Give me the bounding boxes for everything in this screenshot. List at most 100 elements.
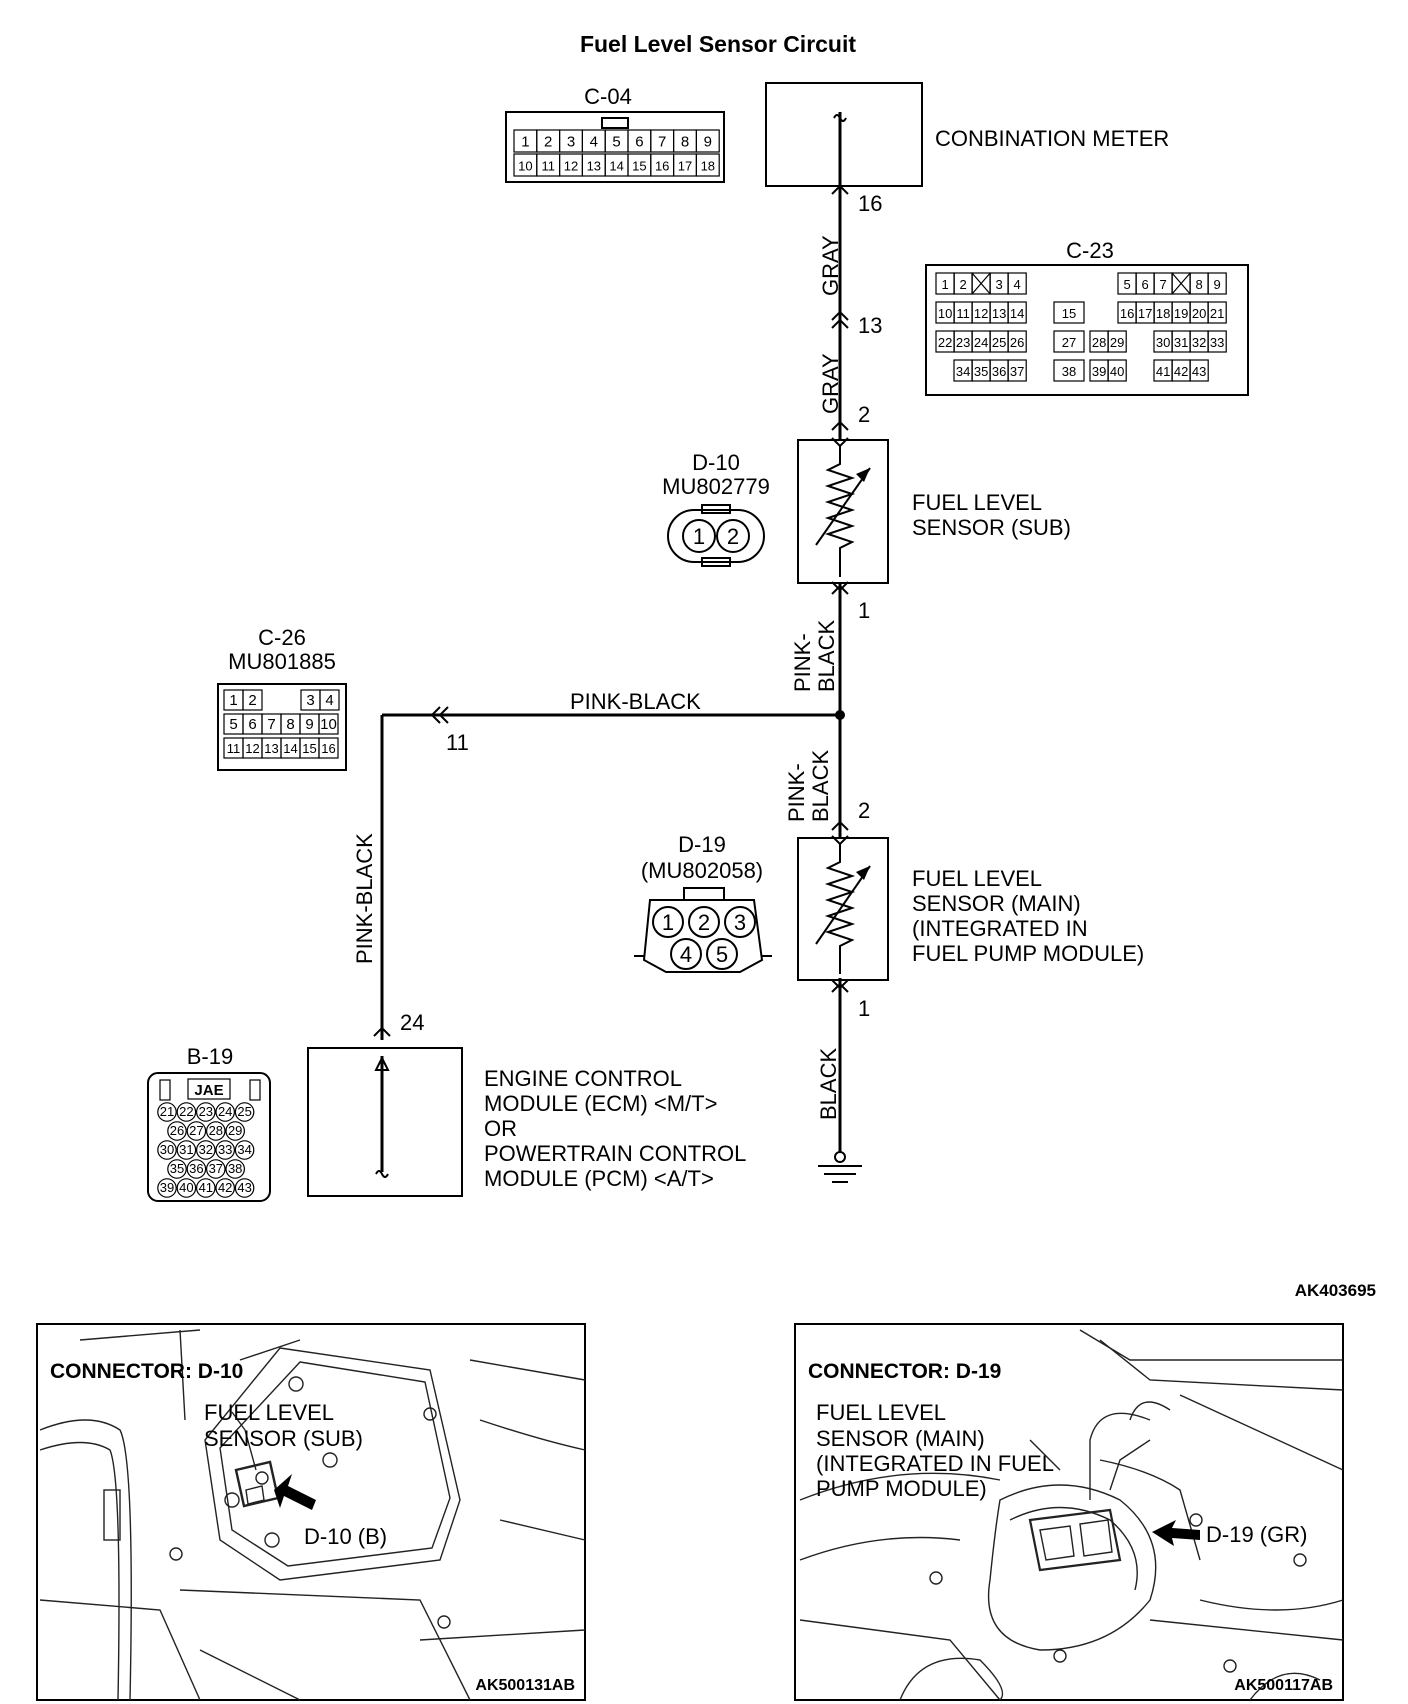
c23-pin-43: 43 [1192, 364, 1206, 379]
c26-name: C-26 [258, 625, 306, 650]
b19-pin-28: 28 [209, 1123, 223, 1138]
c23-pin-33: 33 [1210, 335, 1224, 350]
b19-pin-27-ring [186, 1121, 207, 1141]
inset-left-label-1: FUEL LEVEL [204, 1400, 334, 1425]
c23-pin-27-box [1053, 330, 1085, 353]
c04-pin-7: 7 [658, 134, 666, 151]
c23-pin-13: 13 [992, 306, 1006, 321]
b19-pin-26-ring [167, 1121, 187, 1141]
c04-pin-5: 5 [612, 134, 620, 151]
ground-symbol [818, 1151, 862, 1183]
c23-pin-27: 27 [1062, 335, 1076, 350]
b19-pin-43-ring [234, 1178, 255, 1198]
inset-connector-d10: CONNECTOR: D-10 FUEL LEVEL SENSOR (SUB) … [36, 1323, 586, 1701]
c23-pin-33-box [1207, 330, 1227, 353]
ecm-label-5: MODULE (PCM) <A/T> [484, 1166, 714, 1191]
c23-r1-0: 1 [941, 277, 948, 292]
d19-name: D-19 [678, 832, 726, 857]
b19-pin-25-ring [234, 1102, 255, 1122]
c23-pin-16: 16 [1120, 306, 1134, 321]
c23-pin-32: 32 [1192, 335, 1206, 350]
c23-pin-18: 18 [1156, 306, 1170, 321]
c04-pin-9: 9 [704, 134, 712, 151]
b19-pin-31-ring [176, 1140, 197, 1160]
b19-pin-38-ring [225, 1159, 245, 1179]
c26-pin-5: 5 [229, 716, 237, 733]
c23-pin-34: 34 [956, 364, 970, 379]
inset-left-heading: CONNECTOR: D-10 [50, 1360, 243, 1383]
fuel-sensor-sub-label-1: FUEL LEVEL [912, 490, 1042, 515]
c04-name: C-04 [584, 84, 632, 109]
c23-pin-23: 23 [956, 335, 970, 350]
wire-label-pinkblack-horizontal: PINK-BLACK [570, 689, 701, 714]
b19-pin-42-ring [215, 1178, 235, 1198]
b19-pin-40-ring [176, 1178, 197, 1198]
inset-left-callout: D-10 (B) [304, 1524, 387, 1549]
c04-pin-6: 6 [635, 134, 643, 151]
c23-pin-19: 19 [1174, 306, 1188, 321]
inset-right-label-3: (INTEGRATED IN FUEL [816, 1451, 1054, 1476]
c23-r1-6: 6 [1141, 277, 1148, 292]
inset-left-code: AK500131AB [475, 1677, 575, 1694]
c23-pin-24: 24 [974, 335, 988, 350]
d10-name: D-10 [692, 450, 740, 475]
b19-pin-34-ring [234, 1140, 255, 1160]
wire-label-gray-upper: GRAY [818, 235, 843, 296]
c04-pin-18: 18 [701, 159, 715, 174]
b19-pin-24-ring [215, 1102, 235, 1122]
inset-right-callout: D-19 (GR) [1206, 1522, 1307, 1547]
c23-pin-28: 28 [1092, 335, 1106, 350]
connector-arrows [373, 184, 849, 1037]
b19-pin-39: 39 [160, 1180, 174, 1195]
wire-label-pinkblack-upper-2: BLACK [814, 620, 839, 692]
b19-pin-29: 29 [228, 1123, 242, 1138]
c26-pin-16: 16 [321, 741, 335, 756]
b19-pin-40: 40 [179, 1180, 193, 1195]
c26-pin-2: 2 [248, 692, 256, 709]
fuel-sensor-main-label-4: FUEL PUMP MODULE) [912, 941, 1144, 966]
fuel-level-sensor-sub: FUEL LEVEL SENSOR (SUB) [797, 439, 1071, 584]
c23-pin-26-box [1007, 330, 1027, 353]
b19-pin-29-ring [225, 1121, 245, 1141]
ecm-module: ENGINE CONTROL MODULE (ECM) <M/T> OR POW… [307, 1047, 746, 1197]
b19-pin-22: 22 [179, 1104, 193, 1119]
b19-pin-23-ring [196, 1102, 216, 1122]
c26-pin-10: 10 [320, 716, 337, 733]
c23-pin-15-box [1053, 301, 1085, 324]
wire-label-pinkblack-upper-1: PINK- [790, 633, 815, 692]
combination-meter-label: CONBINATION METER [935, 126, 1169, 151]
c04-pin-17: 17 [678, 159, 692, 174]
b19-pin-38: 38 [228, 1161, 242, 1176]
b19-pin-36: 36 [189, 1161, 203, 1176]
c04-pin-1: 1 [521, 134, 529, 151]
inset-right-illustration [799, 1329, 1344, 1701]
b19-pin-30: 30 [160, 1142, 174, 1157]
pin-ecm: 24 [400, 1010, 424, 1035]
c23-pin-31: 31 [1174, 335, 1188, 350]
c04-pin-4: 4 [590, 134, 598, 151]
b19-pin-30-ring [157, 1140, 177, 1160]
c26-pin-11: 11 [227, 741, 241, 756]
c04-pin-9-box [695, 129, 720, 153]
b19-pin-35: 35 [170, 1161, 184, 1176]
inset-right-code: AK500117AB [1234, 1677, 1333, 1694]
fuel-level-sensor-main: FUEL LEVEL SENSOR (MAIN) (INTEGRATED IN … [797, 837, 1144, 981]
c23-pin-11: 11 [956, 306, 970, 321]
connector-d19: D-19 (MU802058) 1 2 3 4 5 [634, 832, 772, 973]
wire-label-pinkblack-lower-2: BLACK [808, 750, 833, 822]
b19-pin-32: 32 [199, 1142, 213, 1157]
c23-pin-37: 37 [1010, 364, 1024, 379]
c04-pin-15: 15 [632, 159, 646, 174]
b19-pin-33: 33 [218, 1142, 232, 1157]
c04-pin-13: 13 [587, 159, 601, 174]
fuel-sensor-main-label-3: (INTEGRATED IN [912, 916, 1088, 941]
pin-main-top: 2 [858, 798, 870, 823]
d19-pin-3: 3 [734, 910, 746, 935]
c23-r1-4-box [1007, 272, 1027, 295]
c26-pin-6: 6 [248, 716, 256, 733]
c23-pin-15: 15 [1062, 306, 1076, 321]
c04-pin-8: 8 [681, 134, 689, 151]
d10-part: MU802779 [662, 474, 770, 499]
